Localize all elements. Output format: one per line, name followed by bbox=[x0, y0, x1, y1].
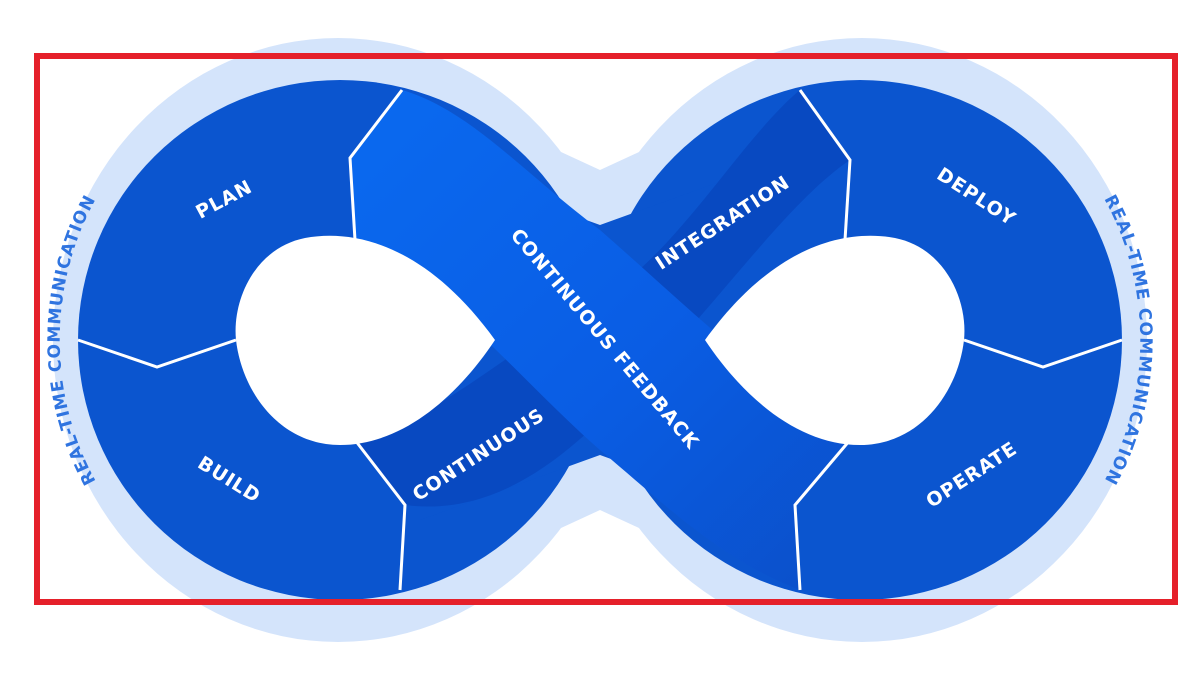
left-hole bbox=[235, 235, 496, 445]
right-hole bbox=[705, 235, 965, 445]
highlight-frame bbox=[34, 53, 1178, 605]
segment-dividers bbox=[77, 89, 1123, 591]
divider-build-continuous bbox=[353, 439, 407, 591]
feedback-band bbox=[350, 90, 850, 590]
divider-operate-feedback bbox=[793, 439, 852, 591]
divider-deploy-operate bbox=[963, 338, 1123, 369]
divider-plan-feedback bbox=[348, 89, 404, 241]
crossing-band-dark bbox=[355, 90, 850, 507]
divider-plan-build bbox=[77, 338, 237, 369]
inner-holes bbox=[235, 235, 965, 445]
divider-integration-deploy bbox=[798, 89, 852, 241]
